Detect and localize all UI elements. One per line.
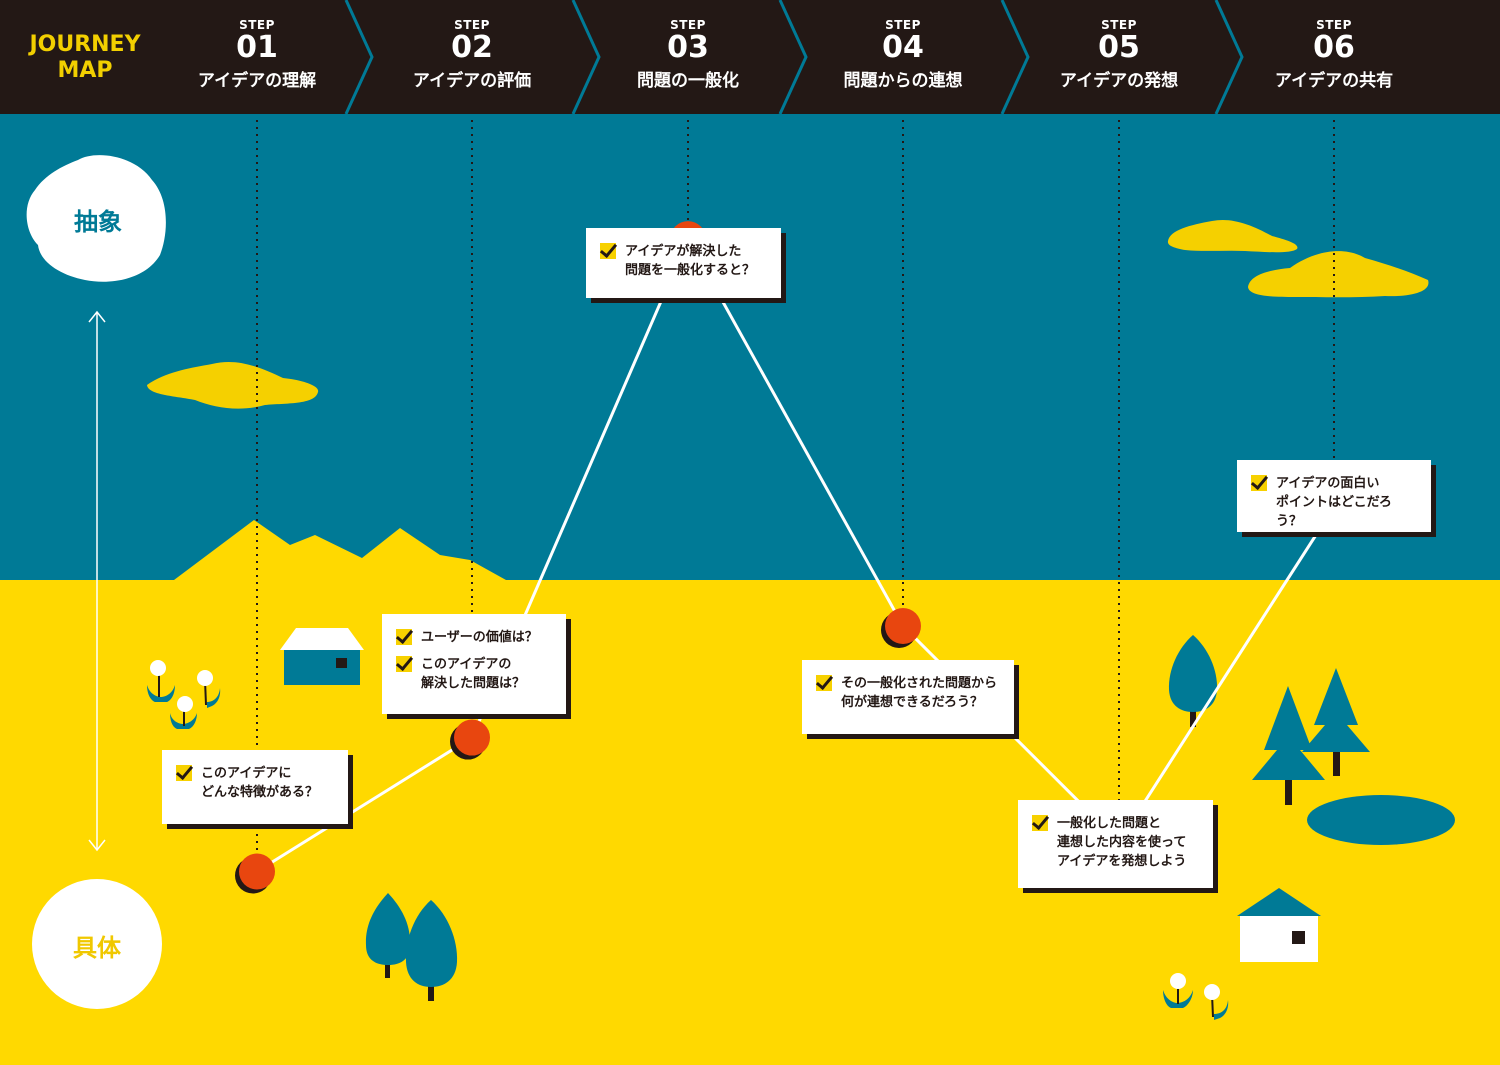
step-header-03: STEP 03 問題の一般化 [588,18,788,94]
check-icon [176,765,192,781]
question-card-step-05: 一般化した問題と 連想した内容を使って アイデアを発想しよう [1018,800,1213,888]
step-header-04: STEP 04 問題からの連想 [803,18,1003,94]
house-right [1237,888,1321,962]
abstract-label: 抽象 [74,208,122,236]
flowers-right [1163,973,1229,1020]
check-icon [396,629,412,645]
check-icon [1251,475,1267,491]
step-number: 01 [236,30,278,65]
step-title: アイデアの評価 [412,71,532,91]
step-label: STEP [239,18,275,32]
step-title: 問題の一般化 [637,71,739,91]
flowers-left [147,660,221,729]
house-left [280,628,364,685]
cloud-right-2 [1248,251,1429,298]
step-number: 03 [667,30,709,65]
question-card-step-02: ユーザーの価値は？ このアイデアの 解決した問題は？ [382,614,566,714]
journey-path [256,235,1336,873]
question-card-step-01: このアイデアに どんな特徴がある？ [162,750,348,824]
header-bar [0,0,1500,114]
step-label: STEP [1101,18,1137,32]
trees-bottom-left [365,893,458,1001]
step-header-05: STEP 05 アイデアの発想 [1019,18,1219,94]
question-card-step-04: その一般化された問題から 何が連想できるだろう？ [802,660,1014,734]
journey-line [256,235,1336,873]
check-icon [396,656,412,672]
question-item: このアイデアに どんな特徴がある？ [176,764,334,802]
step-label: STEP [454,18,490,32]
pine-trees-right [1252,668,1370,805]
step-title: 問題からの連想 [843,71,963,91]
question-text: その一般化された問題から 何が連想できるだろう？ [841,676,998,710]
question-text: このアイデアの 解決した問題は？ [421,657,526,691]
concrete-blob [32,879,162,1009]
journey-point [885,607,921,644]
step-header-02: STEP 02 アイデアの評価 [372,18,572,94]
question-item: その一般化された問題から 何が連想できるだろう？ [816,674,1000,712]
question-card-step-03: アイデアが解決した 問題を一般化すると？ [586,228,781,298]
pond [1307,795,1455,845]
step-label: STEP [1316,18,1352,32]
cloud-right-1 [1167,219,1298,253]
step-title: アイデアの発想 [1059,71,1179,91]
journey-point [239,853,275,890]
question-text: ユーザーの価値は？ [421,630,538,645]
step-guidelines [256,120,1335,872]
step-number: 04 [882,30,924,65]
header-chevrons [344,0,1244,115]
question-item: ユーザーの価値は？ [396,628,552,647]
check-icon [1032,815,1048,831]
tree-round-right [1168,635,1218,727]
abstract-blob [26,155,166,282]
question-item: アイデアの面白い ポイントはどこだろう？ [1251,474,1417,531]
step-number: 06 [1313,30,1355,65]
step-number: 05 [1098,30,1140,65]
question-card-step-06: アイデアの面白い ポイントはどこだろう？ [1237,460,1431,532]
step-label: STEP [885,18,921,32]
journey-point [454,719,490,756]
question-item: アイデアが解決した 問題を一般化すると？ [600,242,767,280]
question-text: アイデアの面白い ポイントはどこだろう？ [1276,476,1392,529]
step-header-01: STEP 01 アイデアの理解 [157,18,357,94]
concrete-label: 具体 [73,934,121,962]
step-label: STEP [670,18,706,32]
cloud-left [147,361,319,409]
step-title: アイデアの共有 [1274,71,1394,91]
step-title: アイデアの理解 [197,71,317,91]
journey-map-title: JOURNEY MAP [0,32,170,84]
title-line-1: JOURNEY [29,32,141,57]
check-icon [600,243,616,259]
step-header-06: STEP 06 アイデアの共有 [1234,18,1434,94]
question-item: このアイデアの 解決した問題は？ [396,655,552,693]
question-text: 一般化した問題と 連想した内容を使って アイデアを発想しよう [1057,816,1187,869]
title-line-2: MAP [57,58,113,83]
question-item: 一般化した問題と 連想した内容を使って アイデアを発想しよう [1032,814,1199,871]
axis-arrow [88,310,106,852]
check-icon [816,675,832,691]
question-text: アイデアが解決した 問題を一般化すると？ [625,244,756,278]
question-text: このアイデアに どんな特徴がある？ [201,766,319,800]
step-number: 02 [451,30,493,65]
